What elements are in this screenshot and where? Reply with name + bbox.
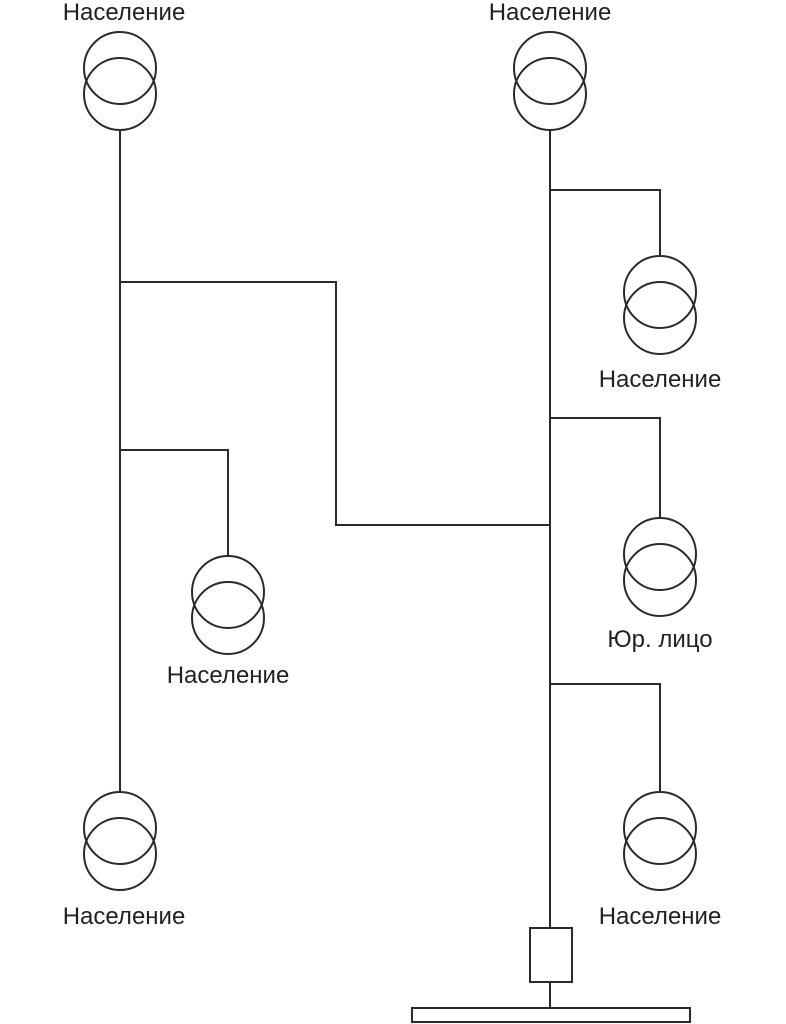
- transformer-label: Население: [489, 0, 612, 26]
- switch-box-icon: [529, 927, 573, 983]
- transformer-label: Население: [63, 903, 186, 930]
- transformer-t1: Население: [63, 0, 186, 131]
- transformer-icon: [83, 31, 157, 131]
- transformer-t2: Население: [489, 0, 612, 131]
- transformer-icon: [513, 31, 587, 131]
- transformer-label: Юр. лицо: [607, 626, 712, 653]
- transformer-icon: [623, 517, 697, 617]
- transformer-icon: [83, 791, 157, 891]
- wires: [119, 130, 661, 1008]
- busbar-icon: [411, 1007, 691, 1023]
- cross-link: [120, 281, 550, 526]
- left-branch-to-t3: [120, 449, 229, 556]
- transformer-t3: Население: [167, 555, 290, 689]
- transformer-label: Население: [167, 662, 290, 689]
- transformer-t4: Население: [63, 791, 186, 930]
- transformer-icon: [623, 255, 697, 355]
- right-branch-to-t7: [550, 683, 661, 792]
- transformer-label: Население: [599, 366, 722, 393]
- transformer-t6: Юр. лицо: [607, 517, 713, 653]
- transformer-label: Население: [63, 0, 186, 26]
- transformer-t5: Население: [599, 255, 722, 393]
- transformer-icon: [191, 555, 265, 655]
- transformer-label: Население: [599, 903, 722, 930]
- transformer-icon: [623, 791, 697, 891]
- right-branch-to-t6: [550, 417, 661, 518]
- transformer-t7: Население: [599, 791, 722, 930]
- right-branch-to-t5: [550, 189, 661, 256]
